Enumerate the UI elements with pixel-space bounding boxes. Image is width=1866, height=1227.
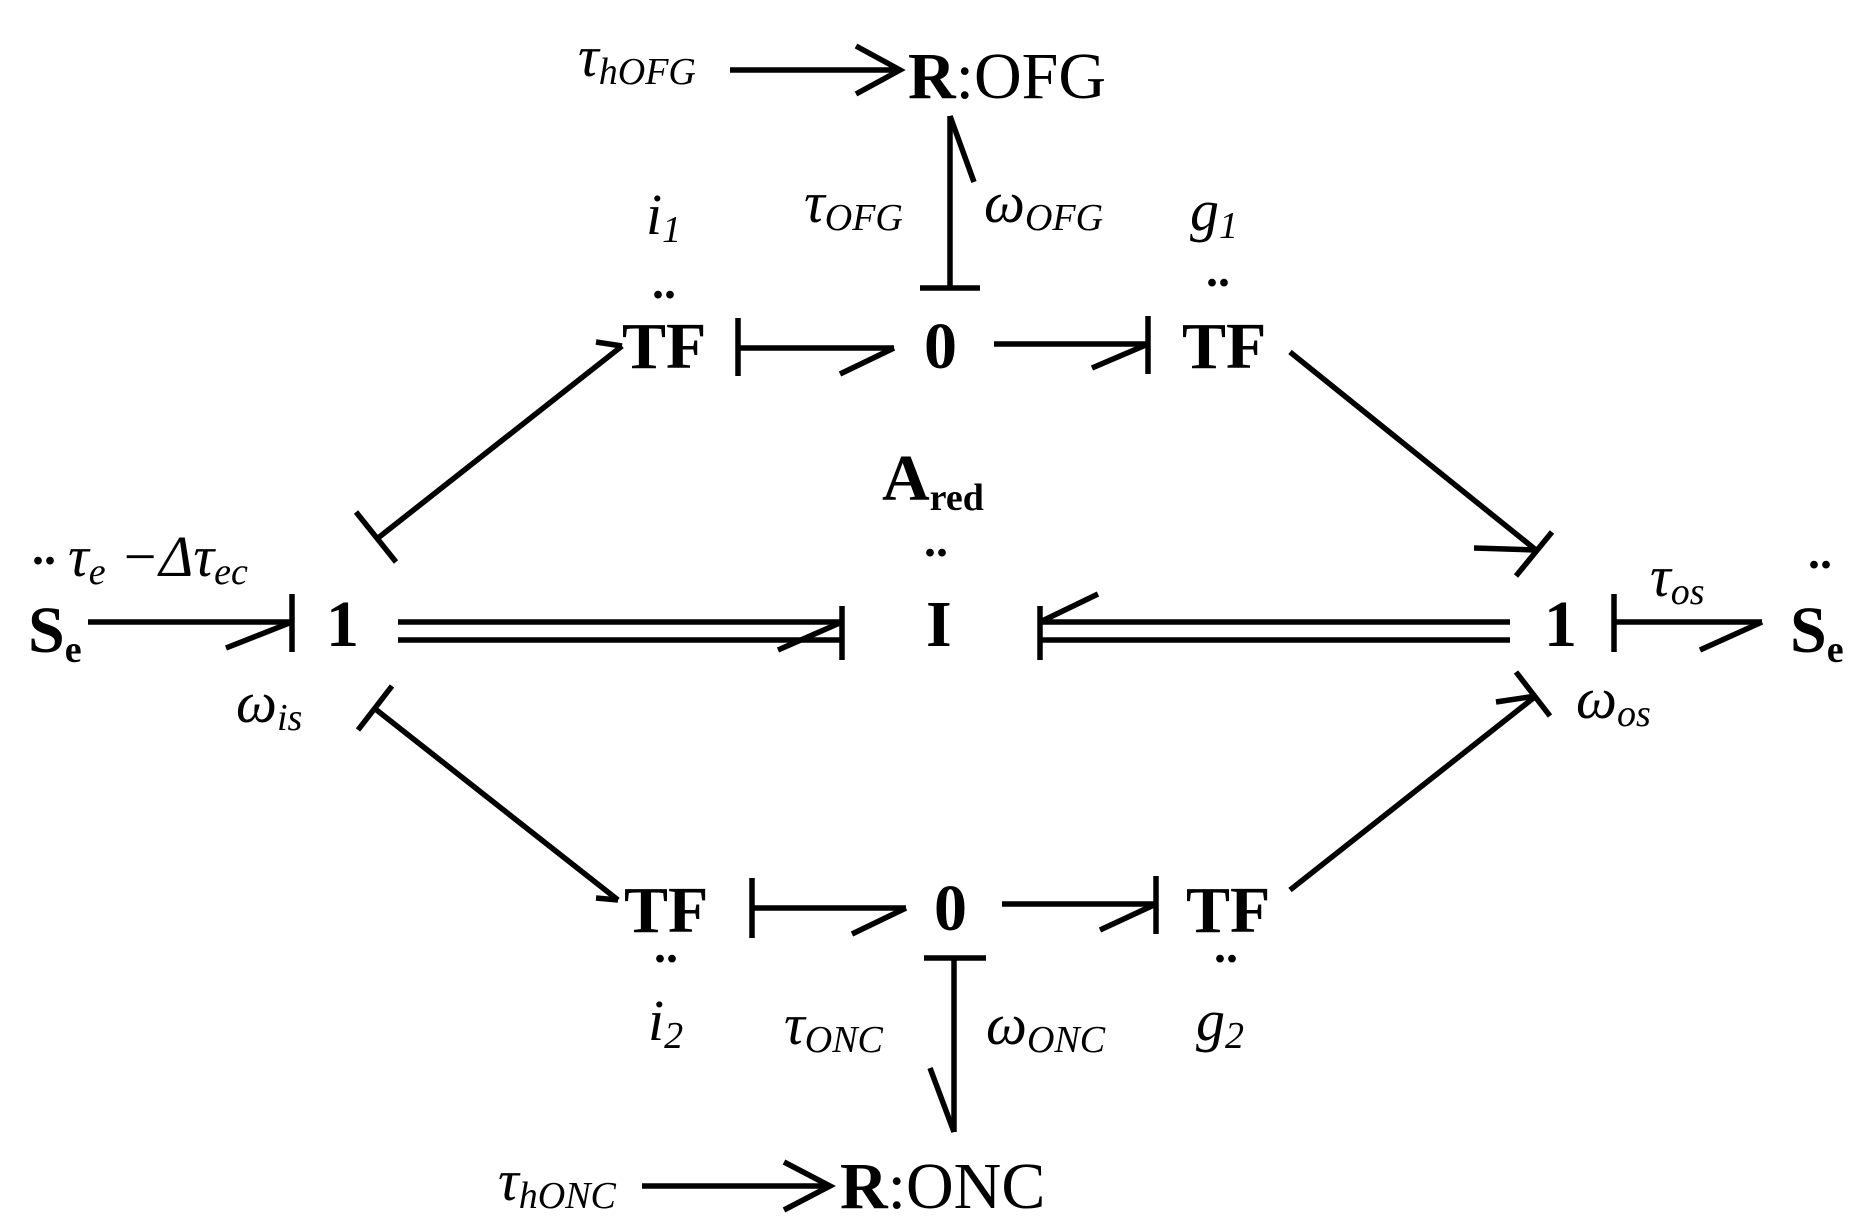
label-omega-os: ωos [1576,666,1651,735]
source-right-separator: .. [1808,526,1832,579]
bond-left-junction-to-inertia [398,606,845,660]
bond-tf-bottom-left-to-zero-bottom [749,878,908,938]
bond-right-junction-to-inertia [1037,591,1510,660]
bond-tf-top-right-to-right-junction [1288,349,1555,578]
junction-right: 1 [1544,588,1577,661]
label-g1: g1 [1190,178,1238,247]
label-tau-ofg: τOFG [804,170,903,239]
source-right: Se [1790,594,1844,671]
tf-bottom-left-separator: .. [654,920,678,973]
label-input-torque: τe −Δτec [68,524,248,593]
resistor-onc: R:ONC [840,1150,1045,1223]
signal-arrow-tau-honc [642,1159,836,1213]
label-i1: i1 [646,182,681,251]
label-tau-onc: τONC [784,992,884,1061]
label-i2: i2 [648,988,683,1057]
label-omega-ofg: ωOFG [984,170,1103,239]
tf-top-left: TF [622,310,706,383]
bond-right-junction-to-source [1611,594,1764,653]
resistor-ofg: R:OFG [908,40,1106,113]
source-left: Se [28,594,82,671]
signal-arrow-tau-hofg [730,43,906,97]
bond-zero-bottom-to-r-onc [924,955,986,1133]
bond-source-to-left-junction [88,594,295,652]
junction-left: 1 [326,588,359,661]
tf-bottom-right-separator: .. [1214,920,1238,973]
label-g2: g2 [1196,988,1244,1057]
inertia-element: I [926,588,952,661]
label-omega-onc: ωONC [986,992,1106,1061]
bond-zero-top-to-r-ofg [920,115,980,291]
label-omega-is: ωis [236,670,302,739]
tf-bottom-right: TF [1186,874,1270,947]
bond-tf-top-left-to-zero-top [735,318,896,377]
bond-left-junction-to-tf-bottom-left [355,684,620,903]
bond-tf-bottom-right-to-right-junction [1288,670,1553,893]
inertia-separator: .. [924,514,948,567]
inertia-parameter: Ared [882,442,984,519]
tf-top-left-separator: .. [652,256,676,309]
tf-top-right-separator: .. [1206,244,1230,297]
bond-zero-bottom-to-tf-bottom-right [1002,876,1159,934]
zero-junction-top: 0 [924,310,957,383]
label-tau-hofg: τhOFG [578,24,696,93]
tf-top-right: TF [1182,310,1266,383]
label-tau-os: τos [1650,544,1705,613]
label-tau-honc: τhONC [498,1148,617,1217]
bond-zero-top-to-tf-top-right [994,316,1151,374]
tf-bottom-left: TF [624,874,708,947]
source-left-separator: .. [32,522,56,575]
zero-junction-bottom: 0 [934,872,967,945]
bond-left-junction-to-tf-top-left [353,339,624,564]
